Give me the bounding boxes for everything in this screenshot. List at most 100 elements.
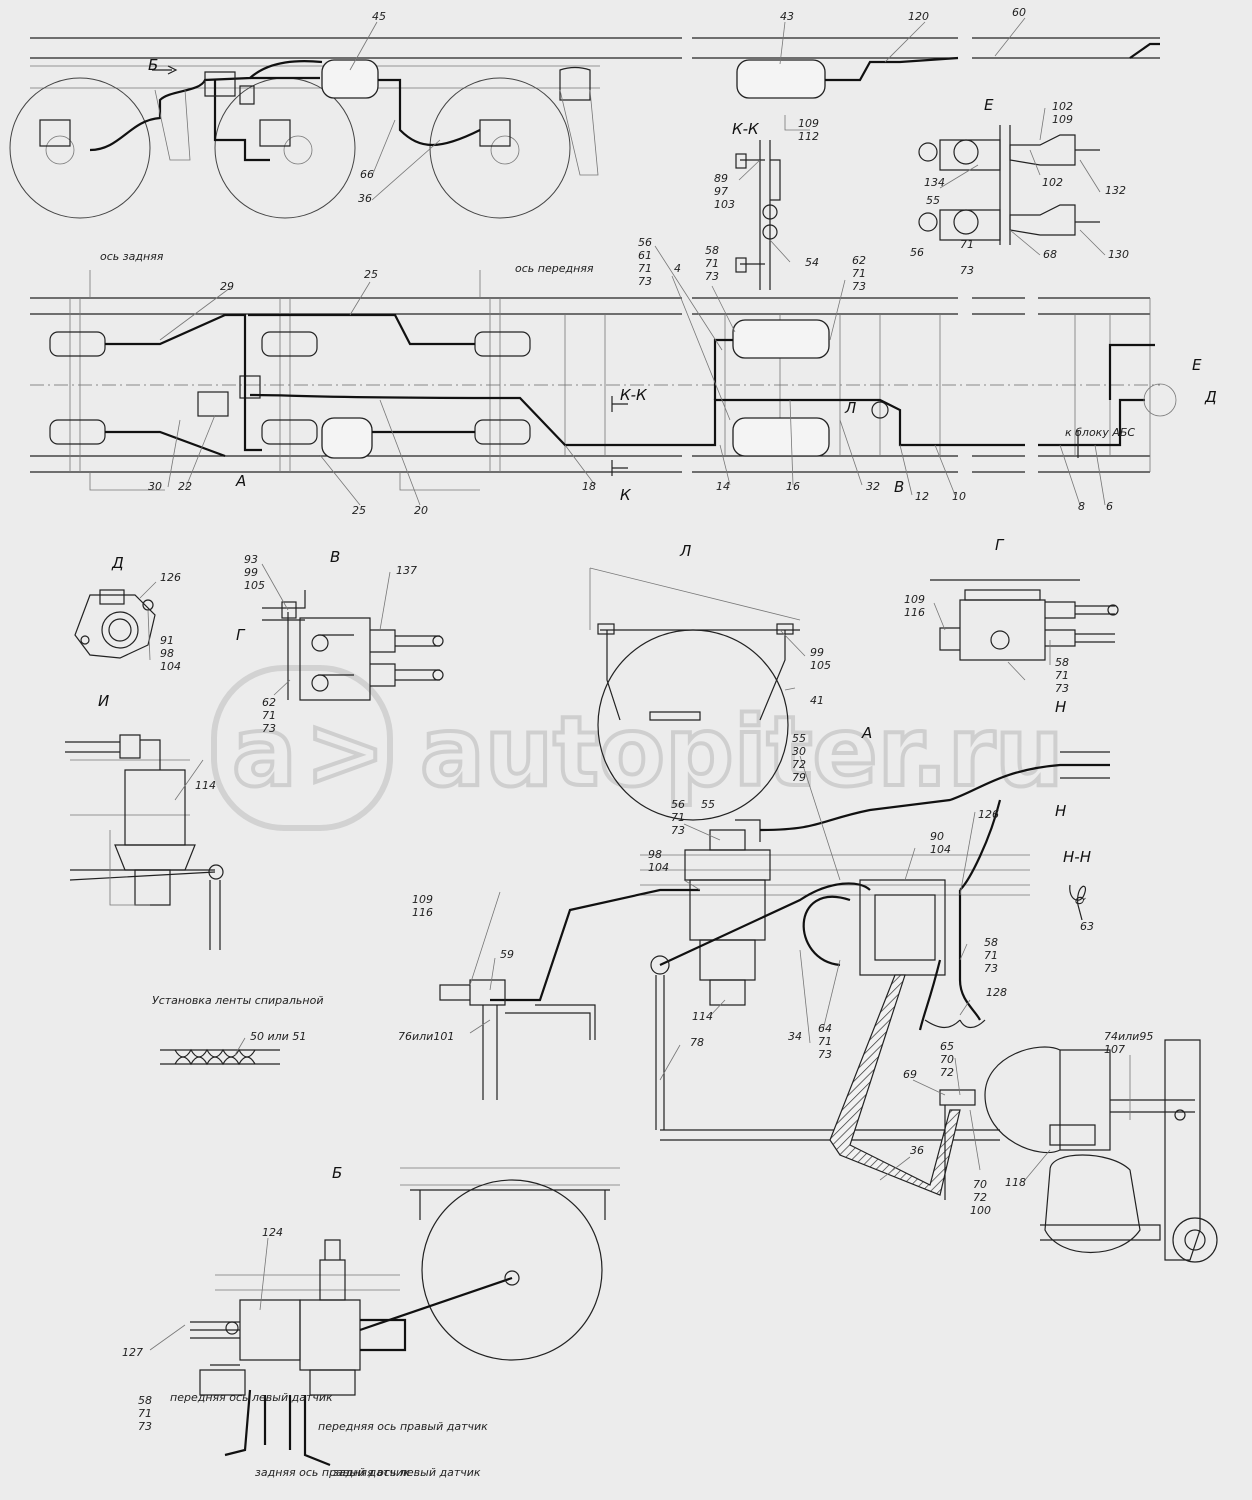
- note-front-left: передняя ось левый датчик: [170, 1391, 333, 1404]
- section-e: Е: [984, 96, 994, 114]
- plan-tank-c: [732, 417, 830, 457]
- part-label-l66: 66: [360, 168, 374, 181]
- part-label-l120: 120: [908, 10, 929, 23]
- part-label-l55a: 55: [926, 194, 940, 207]
- part-label-l112: 112: [798, 130, 819, 143]
- part-label-l134: 134: [924, 176, 945, 189]
- part-label-l6: 6: [1106, 500, 1113, 513]
- section-d: Д: [111, 554, 124, 572]
- section-v: В: [330, 548, 340, 566]
- part-label-l104a: 104: [160, 660, 181, 673]
- part-label-l14: 14: [716, 480, 730, 493]
- section-g: Г: [995, 536, 1005, 554]
- part-label-l12: 12: [915, 490, 929, 503]
- part-label-l60: 60: [1012, 6, 1026, 19]
- part-label-l107: 107: [1104, 1043, 1125, 1056]
- part-label-l58d: 58: [138, 1394, 152, 1407]
- detail-center: ℺: [439, 751, 1218, 1263]
- part-label-l73f: 73: [1055, 682, 1069, 695]
- part-label-l58b: 58: [1055, 656, 1069, 669]
- part-label-l70a: 70: [940, 1053, 954, 1066]
- part-label-l73i: 73: [818, 1048, 832, 1061]
- part-label-l116b: 116: [412, 906, 433, 919]
- part-label-l69: 69: [903, 1068, 917, 1081]
- detail-d: [74, 589, 156, 659]
- spring-clip-63-icon: ℺: [1075, 894, 1086, 907]
- part-label-l59: 59: [500, 948, 514, 961]
- part-label-l25b: 25: [352, 504, 366, 517]
- part-label-l71b: 71: [638, 262, 652, 275]
- part-label-l105b: 105: [810, 659, 831, 672]
- part-label-l55b: 55: [792, 732, 806, 745]
- part-label-l73c: 73: [705, 270, 719, 283]
- part-label-l124: 124: [262, 1226, 283, 1239]
- detail-g: [930, 579, 1119, 661]
- section-n-bottom: Н: [1055, 802, 1066, 820]
- side-view: [9, 37, 1160, 219]
- part-label-l132: 132: [1105, 184, 1126, 197]
- part-label-l76: 76или101: [398, 1030, 454, 1043]
- part-label-l79: 79: [792, 771, 806, 784]
- detail-kk: [735, 140, 781, 290]
- plan-tank-a: [321, 417, 373, 459]
- detail-b2: [190, 1167, 620, 1467]
- section-l-mark: Л: [844, 399, 856, 417]
- part-label-l18: 18: [582, 480, 596, 493]
- part-label-l104b: 104: [648, 861, 669, 874]
- detail-l: [589, 567, 801, 821]
- part-label-l56c: 56: [671, 798, 685, 811]
- part-label-l32: 32: [866, 480, 880, 493]
- part-label-l73d: 73: [852, 280, 866, 293]
- part-label-l25a: 25: [364, 268, 378, 281]
- part-label-l29: 29: [220, 280, 234, 293]
- part-label-l109d: 109: [412, 893, 433, 906]
- part-label-l68: 68: [1043, 248, 1057, 261]
- part-label-l58a: 58: [705, 244, 719, 257]
- section-k-top: К-К: [620, 386, 648, 404]
- part-label-l62b: 62: [262, 696, 276, 709]
- relay-valve: [197, 391, 229, 417]
- part-label-l71e: 71: [262, 709, 276, 722]
- part-label-l34: 34: [788, 1030, 802, 1043]
- part-label-l126a: 126: [160, 571, 181, 584]
- part-label-l22: 22: [178, 480, 192, 493]
- detail-i: [65, 734, 224, 950]
- part-label-l118: 118: [1005, 1176, 1026, 1189]
- part-label-l43: 43: [780, 10, 794, 23]
- part-label-l93: 93: [244, 553, 258, 566]
- section-e-mark: Е: [1192, 356, 1202, 374]
- part-label-l99b: 99: [810, 646, 824, 659]
- section-d-mark: Д: [1204, 388, 1217, 406]
- part-label-l54: 54: [805, 256, 819, 269]
- note-rear-right: задняя ось правый датчик: [255, 1466, 410, 1479]
- part-label-l102b: 102: [1042, 176, 1063, 189]
- part-label-l130: 130: [1108, 248, 1129, 261]
- part-label-l109a: 109: [798, 117, 819, 130]
- part-label-l126b: 126: [978, 808, 999, 821]
- part-label-l114a: 114: [195, 779, 216, 792]
- part-label-l90: 90: [930, 830, 944, 843]
- part-label-l89: 89: [714, 172, 728, 185]
- plan-view: [30, 270, 1177, 491]
- section-nn: Н-Н: [1063, 848, 1091, 866]
- part-label-l71a: 71: [960, 238, 974, 251]
- part-label-l63: 63: [1080, 920, 1094, 933]
- part-label-l91: 91: [160, 634, 174, 647]
- part-label-l73a: 73: [960, 264, 974, 277]
- part-label-l72b: 72: [940, 1066, 954, 1079]
- part-label-l71d: 71: [852, 267, 866, 280]
- part-label-l62a: 62: [852, 254, 866, 267]
- section-b2: Б: [332, 1164, 342, 1182]
- part-label-l97: 97: [714, 185, 728, 198]
- section-v-mark: В: [894, 478, 904, 496]
- watermark-text: autopiter.ru: [420, 696, 1063, 808]
- part-label-l70b: 70: [973, 1178, 987, 1191]
- part-label-l73h: 73: [984, 962, 998, 975]
- part-label-l102a: 102: [1052, 100, 1073, 113]
- part-label-l74: 74или95: [1104, 1030, 1153, 1043]
- part-label-l8: 8: [1078, 500, 1085, 513]
- part-label-l30: 30: [148, 480, 162, 493]
- part-label-l45: 45: [372, 10, 386, 23]
- part-label-l71i: 71: [818, 1035, 832, 1048]
